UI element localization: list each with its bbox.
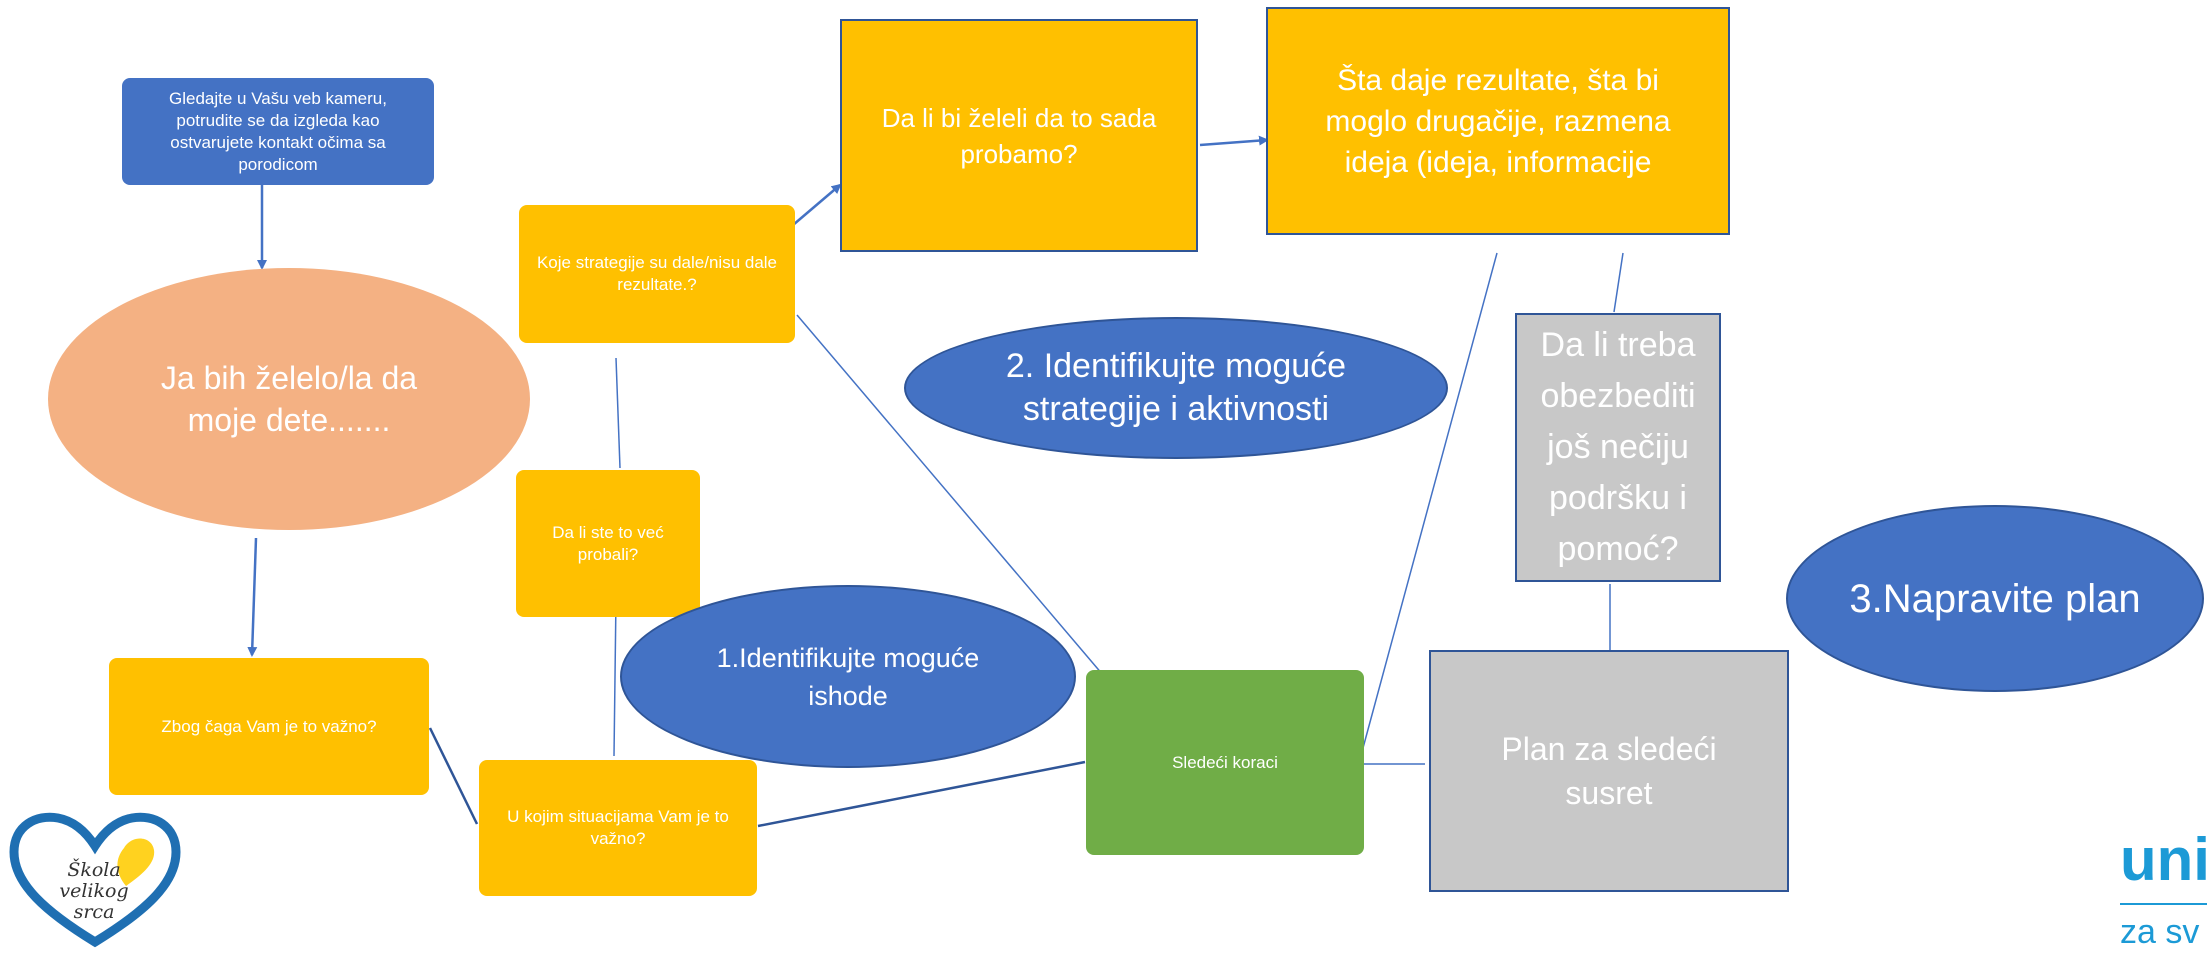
line-why-to-situations <box>428 727 479 825</box>
why-important-box: Zbog čaga Vam je to važno? <box>109 658 429 795</box>
step2-ellipse: 2. Identifikujte moguće strategije i akt… <box>904 317 1448 459</box>
strategies-box: Koje strategije su dale/nisu dale rezult… <box>519 205 795 343</box>
arrow-wish-to-why <box>247 537 258 657</box>
line-results-to-next <box>1362 252 1498 749</box>
unicef-tagline-text: za sv <box>2120 913 2200 951</box>
already-tried-text: Da li ste to već probali? <box>552 522 664 564</box>
line-tried-to-situations <box>613 597 617 757</box>
support-box: Da li treba obezbediti još nečiju podršk… <box>1515 313 1721 582</box>
step2-text: 2. Identifikujte moguće strategije i akt… <box>1005 347 1347 428</box>
line-situations-to-next <box>757 760 1086 828</box>
step3-text: 3.Napravite plan <box>1849 576 2141 621</box>
line-strategies-to-next <box>796 314 1104 676</box>
webcam-instruction-box: Gledajte u Vašu veb kameru, potrudite se… <box>122 78 434 185</box>
results-text: Šta daje rezultate, šta bi moglo drugači… <box>1325 63 1671 179</box>
support-text: Da li treba obezbediti još nečiju podršk… <box>1540 326 1696 568</box>
next-steps-box: Sledeći koraci <box>1086 670 1364 855</box>
strategies-text: Koje strategije su dale/nisu dale rezult… <box>536 253 778 294</box>
line-strategies-to-tried <box>615 357 621 469</box>
situations-box: U kojim situacijama Vam je to važno? <box>479 760 757 896</box>
plan-next-text: Plan za sledeći susret <box>1501 731 1717 811</box>
step1-ellipse: 1.Identifikujte moguće ishode <box>620 585 1076 768</box>
line-results-to-support <box>1613 252 1624 313</box>
arrow-strategies-to-try <box>792 183 842 226</box>
wish-ellipse: Ja bih želelo/la da moje dete....... <box>48 268 530 530</box>
arrow-try-to-results <box>1199 135 1269 147</box>
wish-text: Ja bih želelo/la da moje dete....... <box>160 360 418 438</box>
heart-logo-icon <box>9 812 181 948</box>
unicef-divider <box>2120 903 2207 905</box>
situations-text: U kojim situacijama Vam je to važno? <box>507 807 729 848</box>
unicef-logo-text: unic <box>2120 826 2207 893</box>
step1-text: 1.Identifikujte moguće ishode <box>716 642 980 711</box>
try-now-text: Da li bi želeli da to sada probamo? <box>881 102 1157 169</box>
step3-ellipse: 3.Napravite plan <box>1786 505 2204 692</box>
try-now-box: Da li bi želeli da to sada probamo? <box>840 19 1198 252</box>
plan-next-box: Plan za sledeći susret <box>1429 650 1789 892</box>
why-important-text: Zbog čaga Vam je to važno? <box>161 716 377 736</box>
results-box: Šta daje rezultate, šta bi moglo drugači… <box>1266 7 1730 235</box>
next-steps-text: Sledeći koraci <box>1172 752 1278 772</box>
already-tried-box: Da li ste to već probali? <box>516 470 700 617</box>
webcam-instruction-text: Gledajte u Vašu veb kameru, potrudite se… <box>169 88 387 174</box>
